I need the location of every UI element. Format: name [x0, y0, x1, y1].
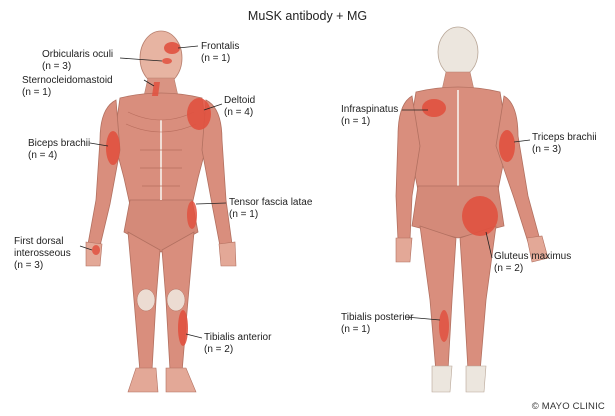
label-first-dorsal-n: (n = 3) — [14, 260, 86, 272]
label-orbicularis-oculi: Orbicularis oculi (n = 3) — [42, 49, 113, 73]
credit-mayo-clinic: © MAYO CLINIC — [532, 401, 605, 412]
label-tibialis-posterior-name: Tibialis posterior — [341, 312, 413, 324]
label-first-dorsal-name: First dorsal interosseous — [14, 236, 86, 260]
tensor-fascia-highlight — [187, 201, 197, 229]
label-frontalis-n: (n = 1) — [201, 53, 239, 65]
label-frontalis-name: Frontalis — [201, 41, 239, 53]
label-tibialis-anterior-n: (n = 2) — [204, 344, 271, 356]
label-triceps-brachii: Triceps brachii (n = 3) — [532, 132, 597, 156]
label-sternocleidomastoid-name: Sternocleidomastoid — [22, 75, 113, 87]
biceps-highlight — [106, 131, 120, 165]
label-tibialis-posterior-n: (n = 1) — [341, 324, 413, 336]
label-infraspinatus-name: Infraspinatus — [341, 104, 398, 116]
label-gluteus-n: (n = 2) — [494, 263, 571, 275]
label-biceps-name: Biceps brachii — [28, 138, 90, 150]
label-tensor-n: (n = 1) — [229, 209, 319, 221]
label-sternocleidomastoid: Sternocleidomastoid (n = 1) — [22, 75, 113, 99]
label-tibialis-anterior-name: Tibialis anterior — [204, 332, 271, 344]
infraspinatus-highlight — [422, 99, 446, 117]
label-deltoid-name: Deltoid — [224, 95, 255, 107]
label-orbicularis-name: Orbicularis oculi — [42, 49, 113, 61]
label-biceps-n: (n = 4) — [28, 150, 90, 162]
orbicularis-highlight — [162, 58, 172, 64]
label-tensor-name: Tensor fascia latae — [229, 197, 319, 209]
gluteus-maximus-highlight — [462, 196, 498, 236]
label-orbicularis-n: (n = 3) — [42, 61, 113, 73]
first-dorsal-highlight — [92, 245, 100, 255]
label-tibialis-posterior: Tibialis posterior (n = 1) — [341, 312, 413, 336]
label-tibialis-anterior: Tibialis anterior (n = 2) — [204, 332, 271, 356]
back-body-figure — [396, 27, 548, 392]
label-gluteus-maximus: Gluteus maximus (n = 2) — [494, 251, 571, 275]
label-infraspinatus: Infraspinatus (n = 1) — [341, 104, 398, 128]
label-biceps-brachii: Biceps brachii (n = 4) — [28, 138, 90, 162]
label-triceps-n: (n = 3) — [532, 144, 597, 156]
label-infraspinatus-n: (n = 1) — [341, 116, 398, 128]
label-deltoid-n: (n = 4) — [224, 107, 255, 119]
tibialis-posterior-highlight — [439, 310, 449, 342]
label-gluteus-name: Gluteus maximus — [494, 251, 571, 263]
triceps-highlight — [499, 130, 515, 162]
label-first-dorsal-interosseous: First dorsal interosseous (n = 3) — [14, 236, 86, 272]
label-tensor-fascia-latae: Tensor fascia latae (n = 1) — [229, 197, 319, 221]
deltoid-highlight — [187, 98, 211, 130]
label-sternocleidomastoid-n: (n = 1) — [22, 87, 113, 99]
label-triceps-name: Triceps brachii — [532, 132, 597, 144]
frontalis-highlight — [164, 42, 180, 54]
tibialis-anterior-highlight — [178, 310, 188, 346]
label-frontalis: Frontalis (n = 1) — [201, 41, 239, 65]
label-deltoid: Deltoid (n = 4) — [224, 95, 255, 119]
